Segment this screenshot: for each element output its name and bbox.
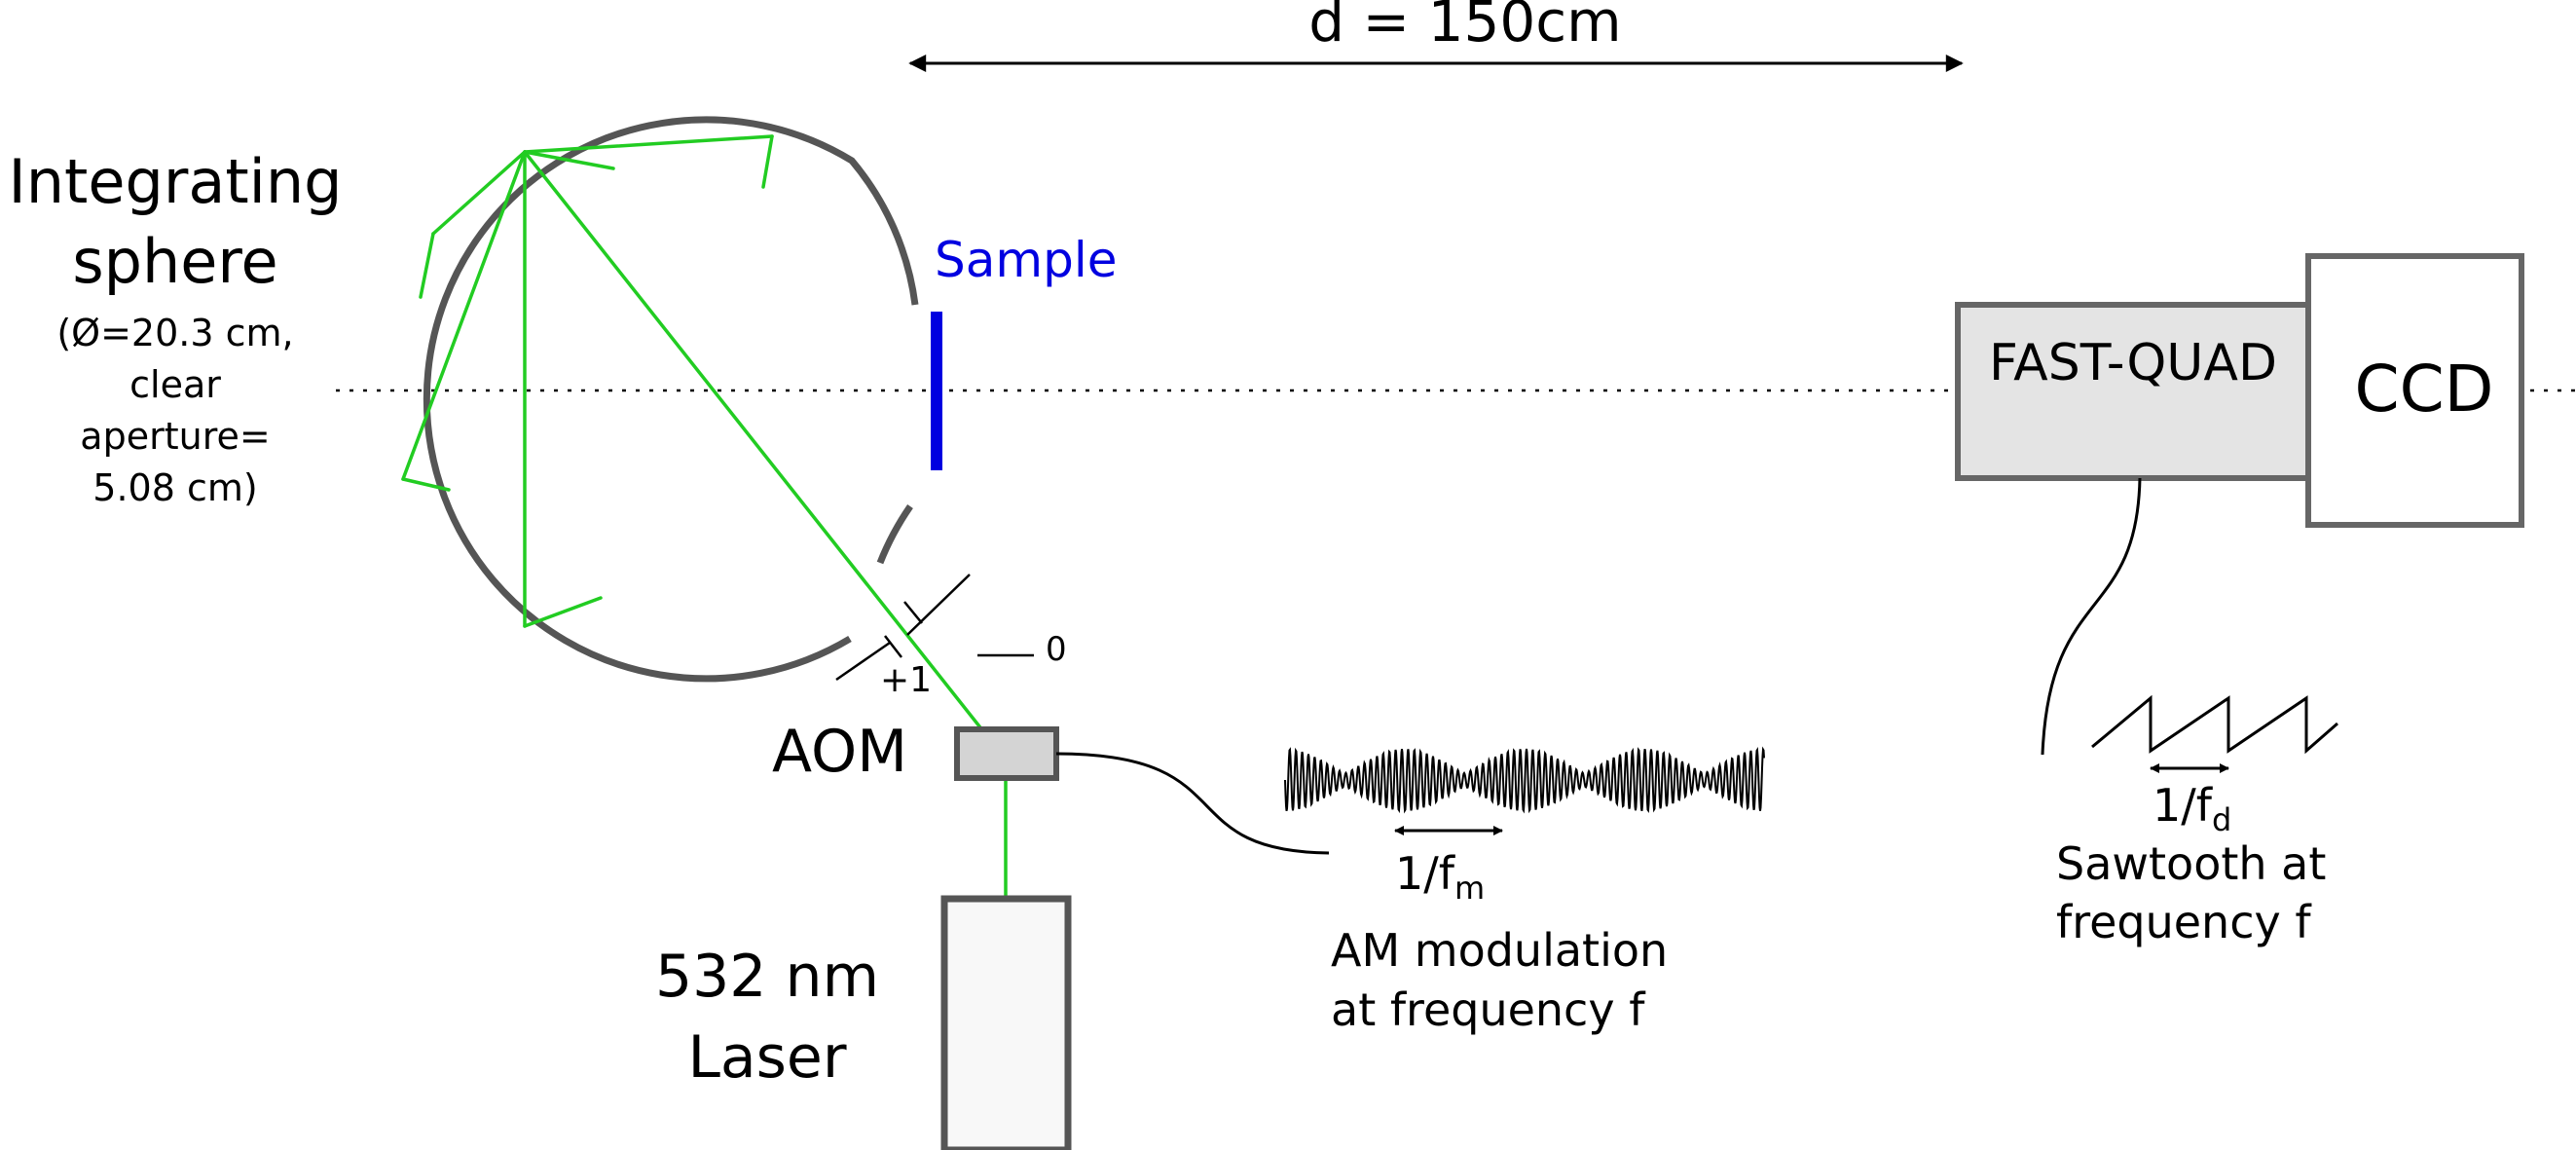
ccd-label: CCD (2355, 352, 2494, 427)
distance-label: d = 150cm (1308, 0, 1621, 55)
aom-label: AOM (772, 718, 907, 786)
distance-annotation: d = 150cm (908, 0, 1964, 72)
sphere-spec-line2: clear (129, 363, 221, 406)
laser-label-line2: Laser (687, 1023, 846, 1092)
fast-quad-detector (1955, 302, 2311, 481)
zero-order-label: 0 (1046, 630, 1067, 669)
am-caption-line2: at frequency f (1331, 983, 1646, 1036)
fast-quad-label: FAST-QUAD (1989, 334, 2277, 392)
sample-plate (931, 312, 942, 470)
plus-one-order-label: +1 (880, 660, 932, 700)
sawtooth-period-label: 1/fd (2153, 779, 2231, 838)
fast-quad-cable (2041, 477, 2142, 756)
sphere-spec-line4: 5.08 cm) (92, 466, 257, 509)
integrating-sphere (423, 116, 919, 683)
sphere-outline-segment (876, 504, 913, 565)
sphere-title-line2: sphere (72, 226, 277, 297)
sphere-outline (423, 116, 919, 683)
laser-body (940, 895, 1072, 1150)
wave-packet-icon (1284, 746, 1765, 814)
aom-box (954, 726, 1059, 781)
plus-one-order-stop (835, 641, 891, 682)
ccd-camera (2305, 253, 2524, 528)
laser-label-line1: 532 nm (655, 943, 879, 1011)
sample-label: Sample (935, 232, 1117, 288)
laser-beam-paths (401, 134, 1008, 901)
diffraction-orders (835, 574, 1034, 682)
sawtooth-wave-icon (2091, 694, 2338, 755)
sphere-spec-line1: (Ø=20.3 cm, (56, 312, 293, 354)
am-caption-line1: AM modulation (1331, 924, 1668, 977)
plus-one-order-stop (906, 574, 971, 636)
aom-cable (1055, 752, 1330, 855)
sphere-spec-line3: aperture= (80, 415, 270, 458)
sawtooth-caption-line1: Sawtooth at (2056, 837, 2326, 890)
sawtooth-caption-line2: frequency f (2056, 896, 2312, 948)
am-period-label: 1/fm (1395, 847, 1485, 907)
sphere-title-line1: Integrating (8, 146, 342, 217)
